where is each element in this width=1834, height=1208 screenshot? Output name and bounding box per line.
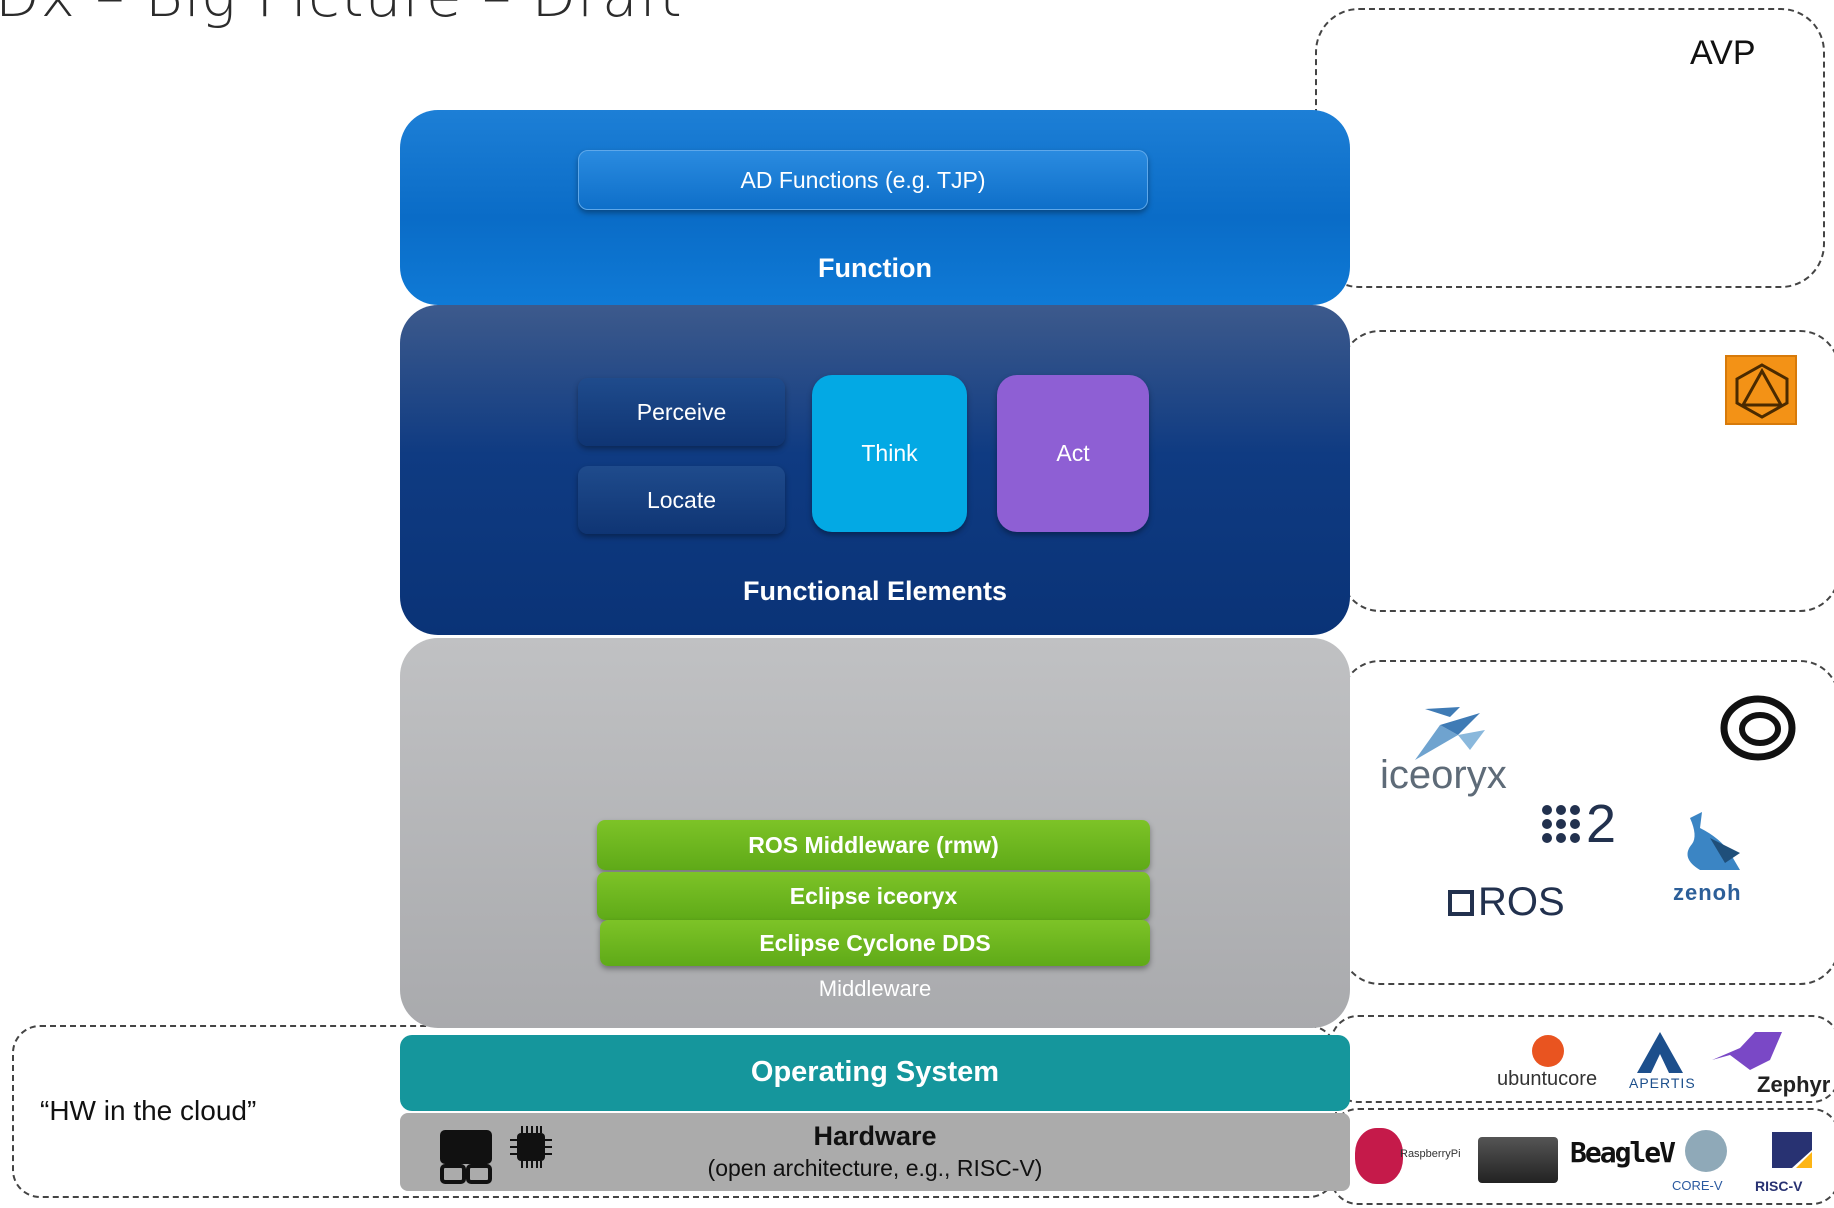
- raspberry-logo-icon: [1355, 1128, 1403, 1184]
- ad-functions-box[interactable]: AD Functions (e.g. TJP): [578, 150, 1148, 210]
- ubuntu-logo-text: ubuntucore: [1497, 1068, 1598, 1090]
- chip-icon: [508, 1124, 554, 1175]
- autoware-logo-icon: [1725, 355, 1797, 425]
- ros2-logo: 2: [1540, 793, 1616, 855]
- ros2-logo-text: 2: [1586, 794, 1617, 854]
- eclipse-cyclone-dds-box[interactable]: Eclipse Cyclone DDS: [600, 920, 1150, 966]
- raspberry-logo-text: RaspberryPi: [1400, 1148, 1461, 1160]
- apertis-logo-text: APERTIS: [1629, 1075, 1696, 1091]
- operating-system-layer: [400, 1035, 1350, 1111]
- zephyr-logo-icon: [1710, 1030, 1785, 1080]
- zephyr-logo-text: Zephyr: [1757, 1072, 1831, 1097]
- zenoh-logo-icon: [1670, 808, 1750, 893]
- riscv-logo-icon: [1770, 1130, 1814, 1175]
- function-layer-label: Function: [818, 253, 932, 283]
- zenoh-logo-text: zenoh: [1673, 880, 1742, 905]
- board-image-icon: [1478, 1137, 1558, 1183]
- ros-logo: ROS: [1448, 880, 1565, 925]
- eclipse-iceoryx-box[interactable]: Eclipse iceoryx: [597, 872, 1150, 920]
- operating-system-label: Operating System: [750, 1056, 1000, 1088]
- perceive-box[interactable]: Perceive: [578, 378, 785, 446]
- hardware-sublabel: (open architecture, e.g., RISC-V): [707, 1155, 1043, 1181]
- ros-logo-text: ROS: [1478, 880, 1565, 924]
- hardware-label: Hardware: [813, 1121, 937, 1151]
- think-box[interactable]: Think: [812, 375, 967, 532]
- ros-middleware-box[interactable]: ROS Middleware (rmw): [597, 820, 1150, 870]
- corev-logo-icon: [1685, 1130, 1727, 1172]
- locate-box[interactable]: Locate: [578, 466, 785, 534]
- slide-title: Dx – Big Picture – Draft: [0, 0, 683, 30]
- iceoryx-logo-icon: [1410, 705, 1490, 770]
- spiral-logo-icon: [1718, 693, 1798, 768]
- iceoryx-logo-text: iceoryx: [1380, 753, 1507, 797]
- ros-dots-icon: [1542, 805, 1580, 843]
- beaglev-logo-text: BeagleV: [1570, 1136, 1676, 1169]
- functional-elements-label: Functional Elements: [742, 576, 1008, 606]
- computer-icon: [438, 1128, 494, 1189]
- chip-icon: [1448, 889, 1474, 916]
- riscv-logo-text: RISC-V: [1755, 1178, 1803, 1194]
- avp-label: AVP: [1690, 34, 1756, 72]
- ubuntu-logo-icon: [1532, 1035, 1564, 1067]
- apertis-logo-icon: [1635, 1030, 1685, 1080]
- middleware-label: Middleware: [818, 976, 932, 1001]
- hardware-layer: [400, 1113, 1350, 1191]
- corev-logo-text: CORE-V: [1672, 1178, 1723, 1193]
- hw-cloud-label: “HW in the cloud”: [40, 1095, 257, 1126]
- act-box[interactable]: Act: [997, 375, 1149, 532]
